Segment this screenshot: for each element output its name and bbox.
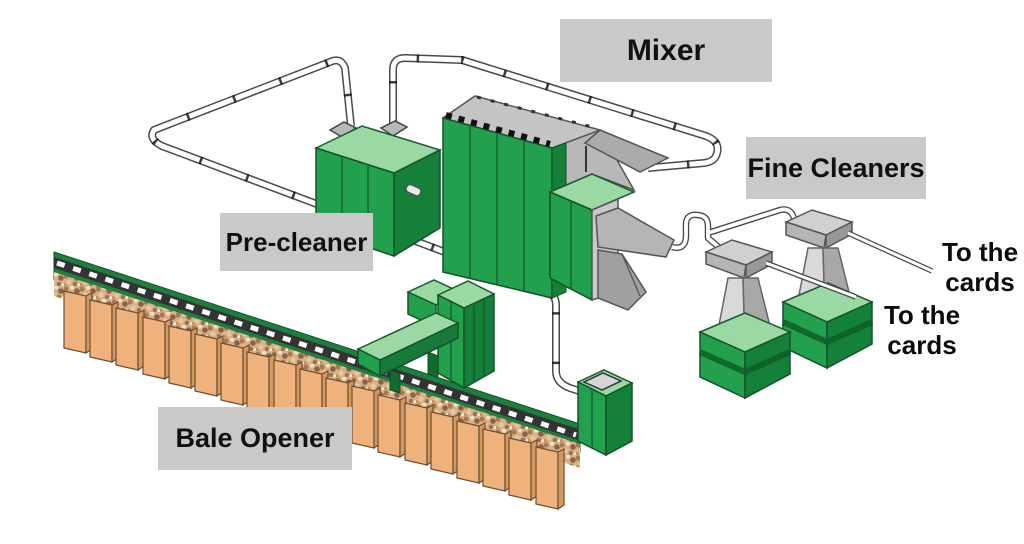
label-mixer: Mixer: [560, 19, 772, 82]
label-fine-cleaners: Fine Cleaners: [746, 137, 926, 199]
bale: [430, 411, 460, 475]
pipe-fine-cleaner-2-to-cards: [846, 230, 934, 274]
annotation-to-cards-bottom: To the cards: [878, 300, 966, 361]
pre-cleaner-inlet-cap-right: [379, 120, 409, 137]
pre-cleaner-handle: [405, 183, 422, 197]
bale: [246, 351, 276, 415]
annotation-line-2: cards: [887, 329, 957, 360]
bale: [535, 446, 565, 510]
pre-cleaner-side-face: [393, 148, 441, 258]
label-bale-opener: Bale Opener: [158, 407, 352, 470]
pipe-mixer-to-fine-cleaners: [671, 206, 801, 253]
bale: [351, 385, 381, 449]
annotation-line-1: To the: [941, 237, 1019, 267]
bale: [220, 342, 250, 406]
bale-opener-tower-side: [463, 292, 495, 390]
mixer-vent-slots: [445, 112, 551, 147]
bale: [89, 299, 119, 363]
end-unit-side: [605, 381, 633, 457]
bale: [168, 325, 198, 389]
conveyor-track-slats: [56, 260, 577, 438]
bale-opener-leg-2: [427, 351, 439, 379]
annotation-line-1: To the: [883, 300, 961, 330]
bale-feeder-end-unit: [576, 369, 634, 457]
annotation-line-2: cards: [945, 266, 1015, 297]
label-pre-cleaner: Pre-cleaner: [220, 213, 373, 271]
bale: [194, 333, 224, 397]
bale: [456, 420, 486, 484]
machine-bale-opener: [356, 279, 496, 394]
end-unit-window: [582, 372, 623, 391]
bale: [482, 428, 512, 492]
annotation-to-cards-top: To the cards: [936, 237, 1024, 298]
bale-line: [53, 251, 581, 510]
mixer-floor-chute: [597, 249, 647, 311]
bale: [142, 316, 172, 380]
bale: [404, 402, 434, 466]
pre-cleaner-inlet-cap-left: [328, 121, 358, 138]
bale: [377, 394, 407, 458]
mixer-hood-chute: [583, 129, 670, 173]
machine-mixer: [441, 95, 675, 311]
bale: [63, 290, 93, 354]
pipe-precleaner-to-mixer: [389, 53, 722, 172]
bale: [115, 307, 145, 371]
mixer-outlet-funnel: [595, 207, 675, 258]
bale: [508, 437, 538, 501]
pipe-fine-cleaner-1-to-cards: [765, 260, 857, 300]
machine-fine-cleaner-1: [698, 239, 792, 400]
bale-opener-leg-1: [389, 369, 401, 394]
bale-opener-arm-underside: [379, 321, 459, 378]
